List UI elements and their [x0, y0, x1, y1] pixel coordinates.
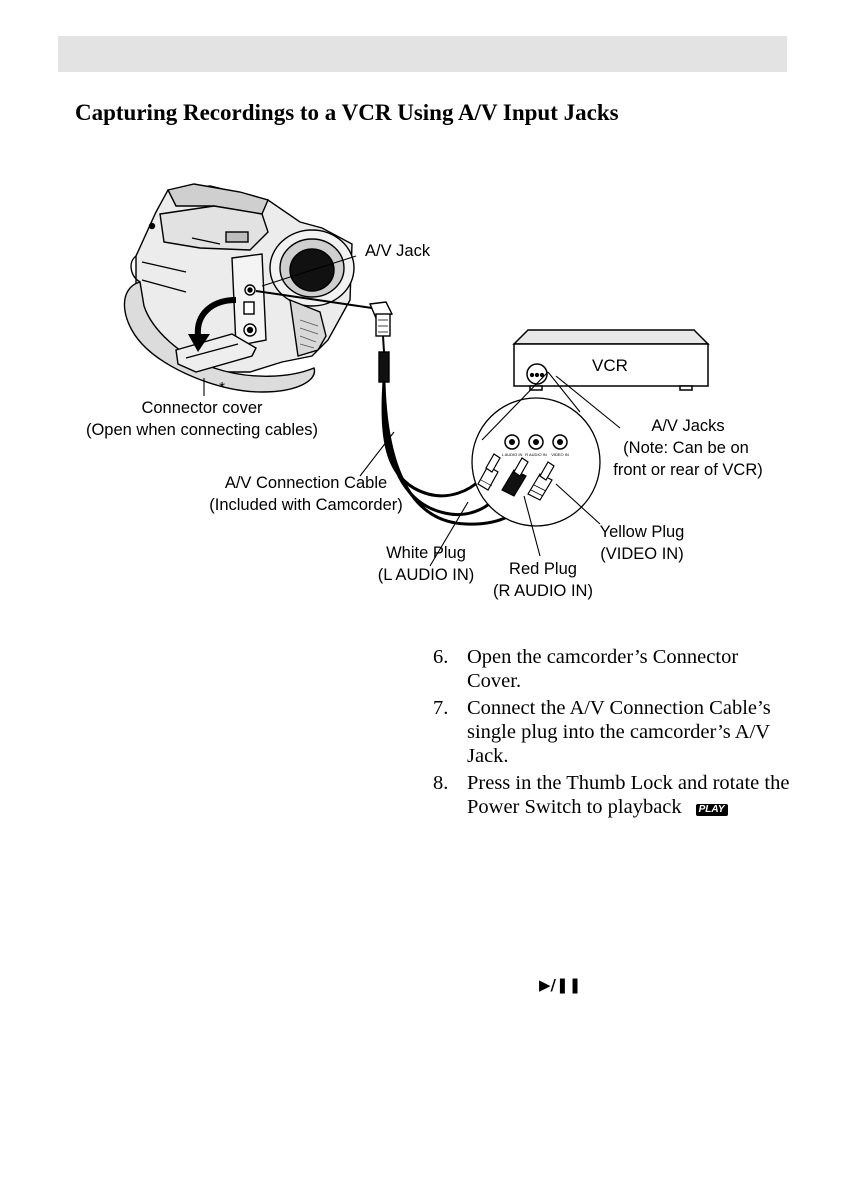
step-number: 6. — [433, 646, 449, 668]
label-av-jacks: A/V Jacks — [651, 417, 724, 435]
label-yellow-plug-note: (VIDEO IN) — [600, 545, 683, 563]
step-text: Press in the Thumb Lock and rotate the P… — [467, 772, 790, 818]
arrow-head — [188, 334, 210, 352]
label-av-cable: A/V Connection Cable — [225, 474, 387, 492]
play-pause-icon: ▶/❚❚ — [539, 976, 582, 994]
label-av-jack: A/V Jack — [365, 242, 431, 260]
label-yellow-plug: Yellow Plug — [600, 523, 685, 541]
step-text: Connect the A/V Connection Cable’s singl… — [467, 697, 771, 767]
label-av-cable-note: (Included with Camcorder) — [209, 496, 403, 514]
label-white-plug-note: (L AUDIO IN) — [378, 566, 475, 584]
jacks-zoom: L AUDIO IN R AUDIO IN VIDEO IN — [471, 371, 601, 527]
label-av-jacks-note: (Note: Can be on — [623, 439, 749, 457]
step-number: 7. — [433, 697, 449, 719]
label-av-jacks-note-2: front or rear of VCR) — [613, 461, 762, 479]
av-plug — [255, 290, 394, 383]
camcorder-illustration — [123, 183, 355, 393]
step-item: 8. Press in the Thumb Lock and rotate th… — [433, 771, 793, 819]
label-connector-cover-note: (Open when connecting cables) — [86, 421, 318, 439]
step-item: 7. Connect the A/V Connection Cable’s si… — [433, 696, 793, 768]
label-vcr: VCR — [592, 356, 628, 375]
label-connector-cover: Connector cover — [141, 399, 263, 417]
label-red-plug-note: (R AUDIO IN) — [493, 582, 593, 600]
header-bar — [58, 36, 787, 72]
vcr-illustration — [512, 329, 710, 391]
step-item: 6. Open the camcorder’s Connector Cover. — [433, 645, 793, 693]
page-title: Capturing Recordings to a VCR Using A/V … — [75, 100, 619, 125]
jack-l-label: L AUDIO IN — [502, 452, 523, 457]
instruction-steps: 6. Open the camcorder’s Connector Cover.… — [433, 645, 793, 822]
jack-v-label: VIDEO IN — [551, 452, 569, 457]
open-cover-arrow — [194, 297, 237, 337]
step-number: 8. — [433, 772, 449, 794]
label-red-plug: Red Plug — [509, 560, 577, 578]
step-text: Open the camcorder’s Connector Cover. — [467, 646, 739, 692]
play-mode-icon: PLAY — [695, 804, 728, 816]
leader-lines — [203, 255, 621, 567]
jack-r-label: R AUDIO IN — [525, 452, 547, 457]
label-white-plug: White Plug — [386, 544, 466, 562]
label-asterisk: * — [219, 379, 225, 396]
